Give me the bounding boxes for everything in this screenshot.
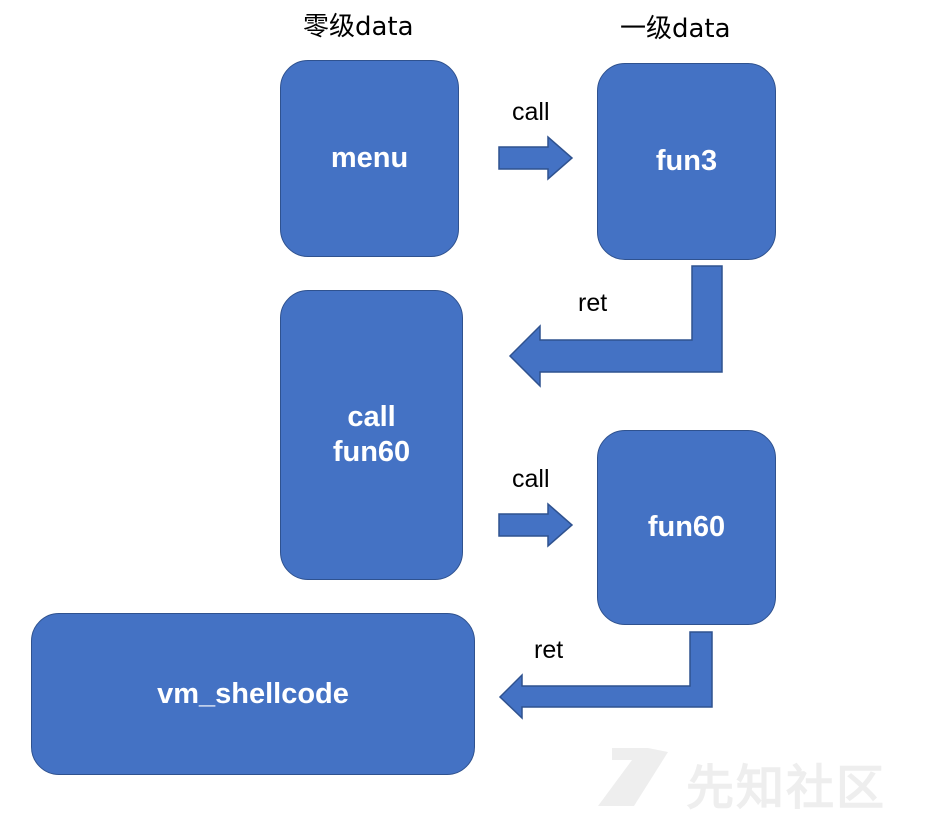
watermark-text: 先知社区 [686,760,887,816]
call-label-1: call [512,98,550,126]
node-call-fun60-line2: fun60 [332,436,411,468]
node-fun60-label: fun60 [647,511,726,543]
node-fun60: fun60 [597,430,776,625]
node-call-fun60: call fun60 [280,290,463,580]
header-level0: 零级data [303,12,414,42]
call-arrow-2 [498,502,574,548]
watermark-logo [598,748,668,806]
node-menu: menu [280,60,459,257]
ret-arrow-2 [498,631,713,720]
node-vm-shellcode-label: vm_shellcode [157,677,349,710]
header-level1: 一级data [620,14,731,44]
node-call-fun60-line1: call [347,401,396,433]
node-vm-shellcode: vm_shellcode [31,613,475,775]
call-arrow-1 [498,135,574,181]
node-fun3-label: fun3 [655,145,718,177]
node-menu-label: menu [330,142,409,174]
node-call-fun60-label: call fun60 [333,400,410,470]
ret-arrow-1 [508,265,723,388]
node-fun3: fun3 [597,63,776,260]
ret-label-2: ret [534,636,564,664]
call-label-2: call [512,465,550,493]
ret-label-1: ret [578,289,608,317]
